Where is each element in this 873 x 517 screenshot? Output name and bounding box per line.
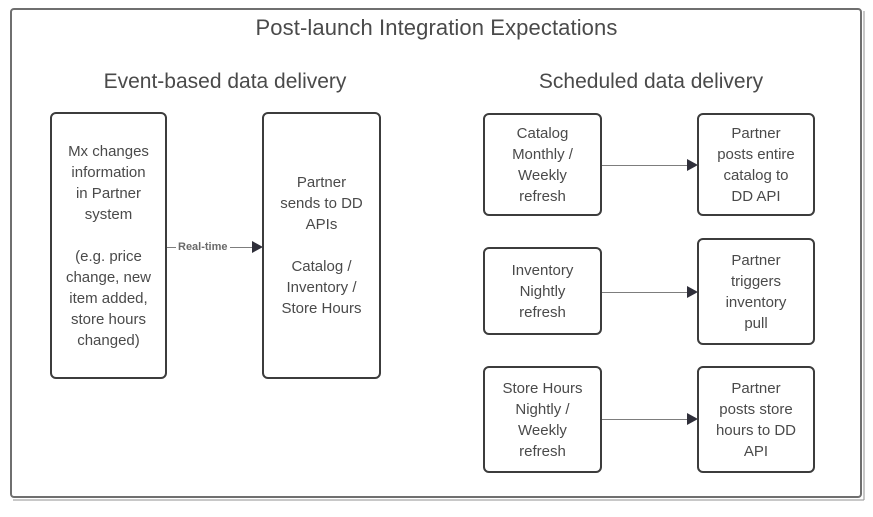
node-partner-posts-store-hours[interactable]: Partner posts store hours to DD API xyxy=(697,366,815,473)
arrow-label-realtime: Real-time xyxy=(176,241,230,253)
node-text: Catalog Monthly / Weekly refresh xyxy=(512,124,573,205)
node-text-primary: Mx changes information in Partner system xyxy=(68,142,149,223)
node-text-primary: Partner sends to DD APIs xyxy=(280,174,363,233)
node-text: Inventory Nightly refresh xyxy=(511,261,574,321)
node-text: Partner triggers inventory pull xyxy=(725,251,787,332)
diagram-title: Post-launch Integration Expectations xyxy=(255,15,618,40)
arrow-store-hours xyxy=(602,412,698,426)
arrow-line xyxy=(602,291,688,293)
arrow-catalog xyxy=(602,158,698,172)
arrow-inventory xyxy=(602,285,698,299)
frame-shadow-bottom xyxy=(13,499,864,501)
node-text-secondary: (e.g. price change, new item added, stor… xyxy=(65,247,152,349)
node-partner-triggers-inventory-pull[interactable]: Partner triggers inventory pull xyxy=(697,238,815,345)
arrow-line xyxy=(602,164,688,166)
node-inventory-refresh[interactable]: Inventory Nightly refresh xyxy=(483,247,602,335)
node-text: Store Hours Nightly / Weekly refresh xyxy=(502,379,583,460)
frame-shadow-right xyxy=(863,11,865,500)
node-partner-sends-to-dd-apis[interactable]: Partner sends to DD APIs Catalog / Inven… xyxy=(262,112,381,379)
node-text: Partner posts store hours to DD API xyxy=(715,379,797,460)
node-mx-changes-information[interactable]: Mx changes information in Partner system… xyxy=(50,112,167,379)
arrow-head-icon xyxy=(687,286,698,298)
arrow-head-icon xyxy=(687,159,698,171)
section-header-scheduled: Scheduled data delivery xyxy=(538,70,764,93)
node-partner-posts-catalog[interactable]: Partner posts entire catalog to DD API xyxy=(697,113,815,216)
section-header-event-based: Event-based data delivery xyxy=(103,70,347,93)
arrow-line xyxy=(602,418,688,420)
node-text-secondary: Catalog / Inventory / Store Hours xyxy=(281,258,362,317)
node-text: Partner posts entire catalog to DD API xyxy=(717,124,795,205)
node-catalog-refresh[interactable]: Catalog Monthly / Weekly refresh xyxy=(483,113,602,216)
arrow-head-icon xyxy=(687,413,698,425)
node-store-hours-refresh[interactable]: Store Hours Nightly / Weekly refresh xyxy=(483,366,602,473)
arrow-head-icon xyxy=(252,241,263,253)
